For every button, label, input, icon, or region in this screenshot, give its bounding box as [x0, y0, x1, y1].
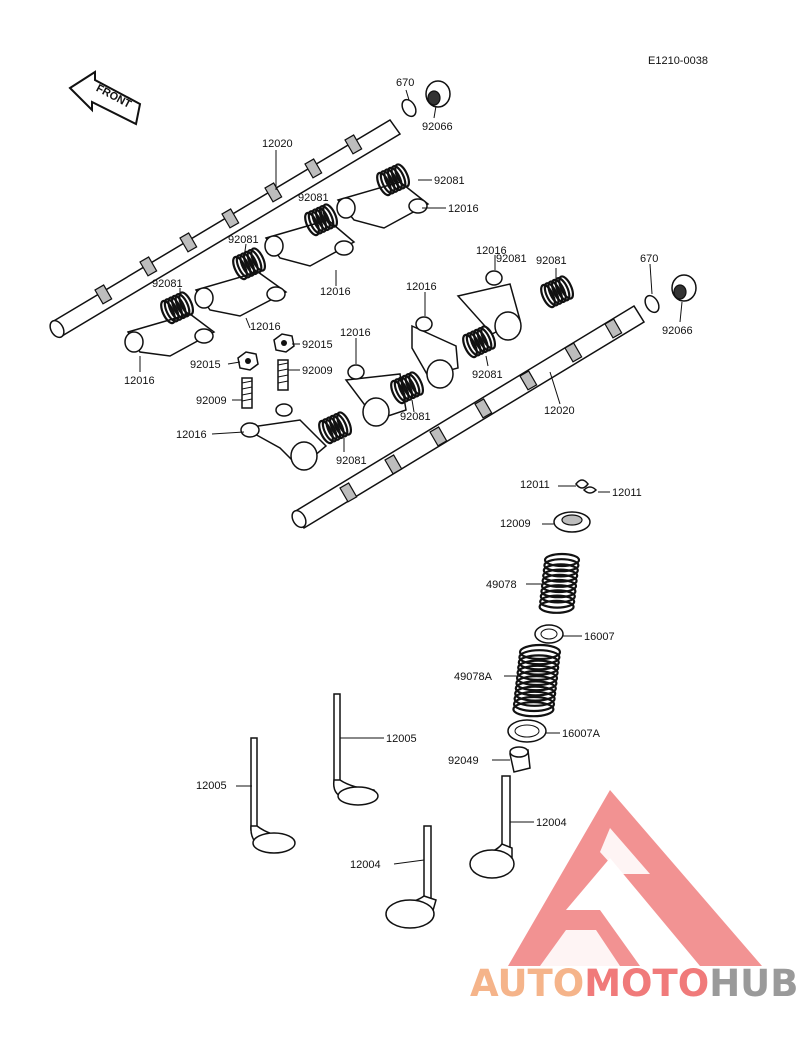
- rocker-arm: [344, 364, 407, 427]
- part-label: 12016: [320, 286, 351, 298]
- valve-keepers: [575, 479, 598, 494]
- part-label: 12016: [250, 321, 281, 333]
- part-label: 49078: [486, 579, 517, 591]
- valve: [250, 737, 296, 854]
- part-label: 12020: [544, 405, 575, 417]
- part-label: 92081: [152, 278, 183, 290]
- part-label: 92081: [434, 175, 465, 187]
- part-label: 670: [396, 77, 414, 89]
- part-label: 92049: [448, 755, 479, 767]
- part-label: 12011: [520, 479, 550, 491]
- rocker-arm: [456, 270, 522, 341]
- watermark-part-auto: AUTO: [470, 962, 584, 1005]
- part-label: 92081: [496, 253, 527, 265]
- part-label: 92009: [196, 395, 227, 407]
- spring-coil: [160, 291, 195, 325]
- watermark-part-hub: HUB: [709, 962, 798, 1005]
- part-label: 92009: [302, 365, 333, 377]
- part-label: 16007: [584, 631, 615, 643]
- spring-retainer: [553, 511, 591, 533]
- inner-valve-spring: [512, 643, 562, 718]
- plug-lower: [644, 274, 697, 314]
- spring-seat-lower: [507, 719, 547, 743]
- spring-coil: [232, 247, 267, 281]
- watermark-part-moto: MOTO: [584, 962, 709, 1005]
- valve: [332, 693, 379, 806]
- rocker-arm: [194, 271, 288, 317]
- part-label: 670: [640, 253, 658, 265]
- part-label: 92081: [298, 192, 329, 204]
- part-label: 92066: [662, 325, 693, 337]
- rocker-shaft-lower: [291, 304, 646, 530]
- part-label: 12020: [262, 138, 293, 150]
- part-label: 12016: [476, 245, 507, 257]
- part-label: 12016: [340, 327, 371, 339]
- rocker-springs: [160, 163, 575, 445]
- part-label: 12016: [176, 429, 207, 441]
- part-label: 12011: [612, 487, 642, 499]
- part-label: 12004: [536, 817, 567, 829]
- valve: [469, 775, 515, 879]
- watermark-text: AUTOMOTOHUB: [470, 962, 798, 1005]
- outer-valve-spring: [538, 552, 581, 614]
- spring-coil: [462, 325, 497, 359]
- spring-coil: [304, 203, 339, 237]
- spring-seat: [534, 624, 564, 644]
- part-label: 92081: [536, 255, 567, 267]
- front-arrow: FRONT: [68, 70, 142, 126]
- rocker-shaft-upper: [49, 119, 402, 339]
- adjust-screw: [241, 377, 253, 409]
- part-label: 16007A: [562, 728, 601, 740]
- part-label: 92081: [472, 369, 503, 381]
- part-labels: 670 92066 12020 92081 92081 12016 92081 …: [124, 77, 693, 871]
- part-label: 12009: [500, 518, 531, 530]
- rocker-arm: [240, 419, 328, 471]
- part-label: 92081: [336, 455, 367, 467]
- spring-coil: [390, 371, 425, 405]
- svg-text:AUTOMOTOHUB: AUTOMOTOHUB: [470, 962, 798, 1005]
- part-label: 49078A: [454, 671, 493, 683]
- rocker-arm: [411, 316, 459, 389]
- rocker-arm: [336, 181, 430, 229]
- part-label: 92081: [228, 234, 259, 246]
- spring-coil: [318, 411, 353, 445]
- plug-upper: [401, 80, 451, 118]
- part-label: 92066: [422, 121, 453, 133]
- adjust-nut: [237, 351, 259, 371]
- part-label: 92015: [302, 339, 333, 351]
- spring-coil: [376, 163, 411, 197]
- part-label: 12005: [196, 780, 227, 792]
- part-label: 12004: [350, 859, 381, 871]
- part-label: 12016: [448, 203, 479, 215]
- part-label: 12016: [124, 375, 155, 387]
- part-label: 12016: [406, 281, 437, 293]
- diagram-code: E1210-0038: [648, 55, 708, 67]
- adjust-screw: [275, 359, 293, 417]
- valve: [385, 825, 437, 929]
- watermark-logo: [508, 790, 762, 966]
- rocker-arm: [124, 313, 216, 357]
- part-label: 12005: [386, 733, 417, 745]
- part-label: 92015: [190, 359, 221, 371]
- leader-lines: [139, 89, 683, 865]
- part-label: 92081: [400, 411, 431, 423]
- rocker-arm: [264, 219, 356, 267]
- valve-stem-seal: [509, 746, 531, 773]
- spring-coil: [540, 275, 575, 309]
- adjust-nut: [273, 333, 295, 353]
